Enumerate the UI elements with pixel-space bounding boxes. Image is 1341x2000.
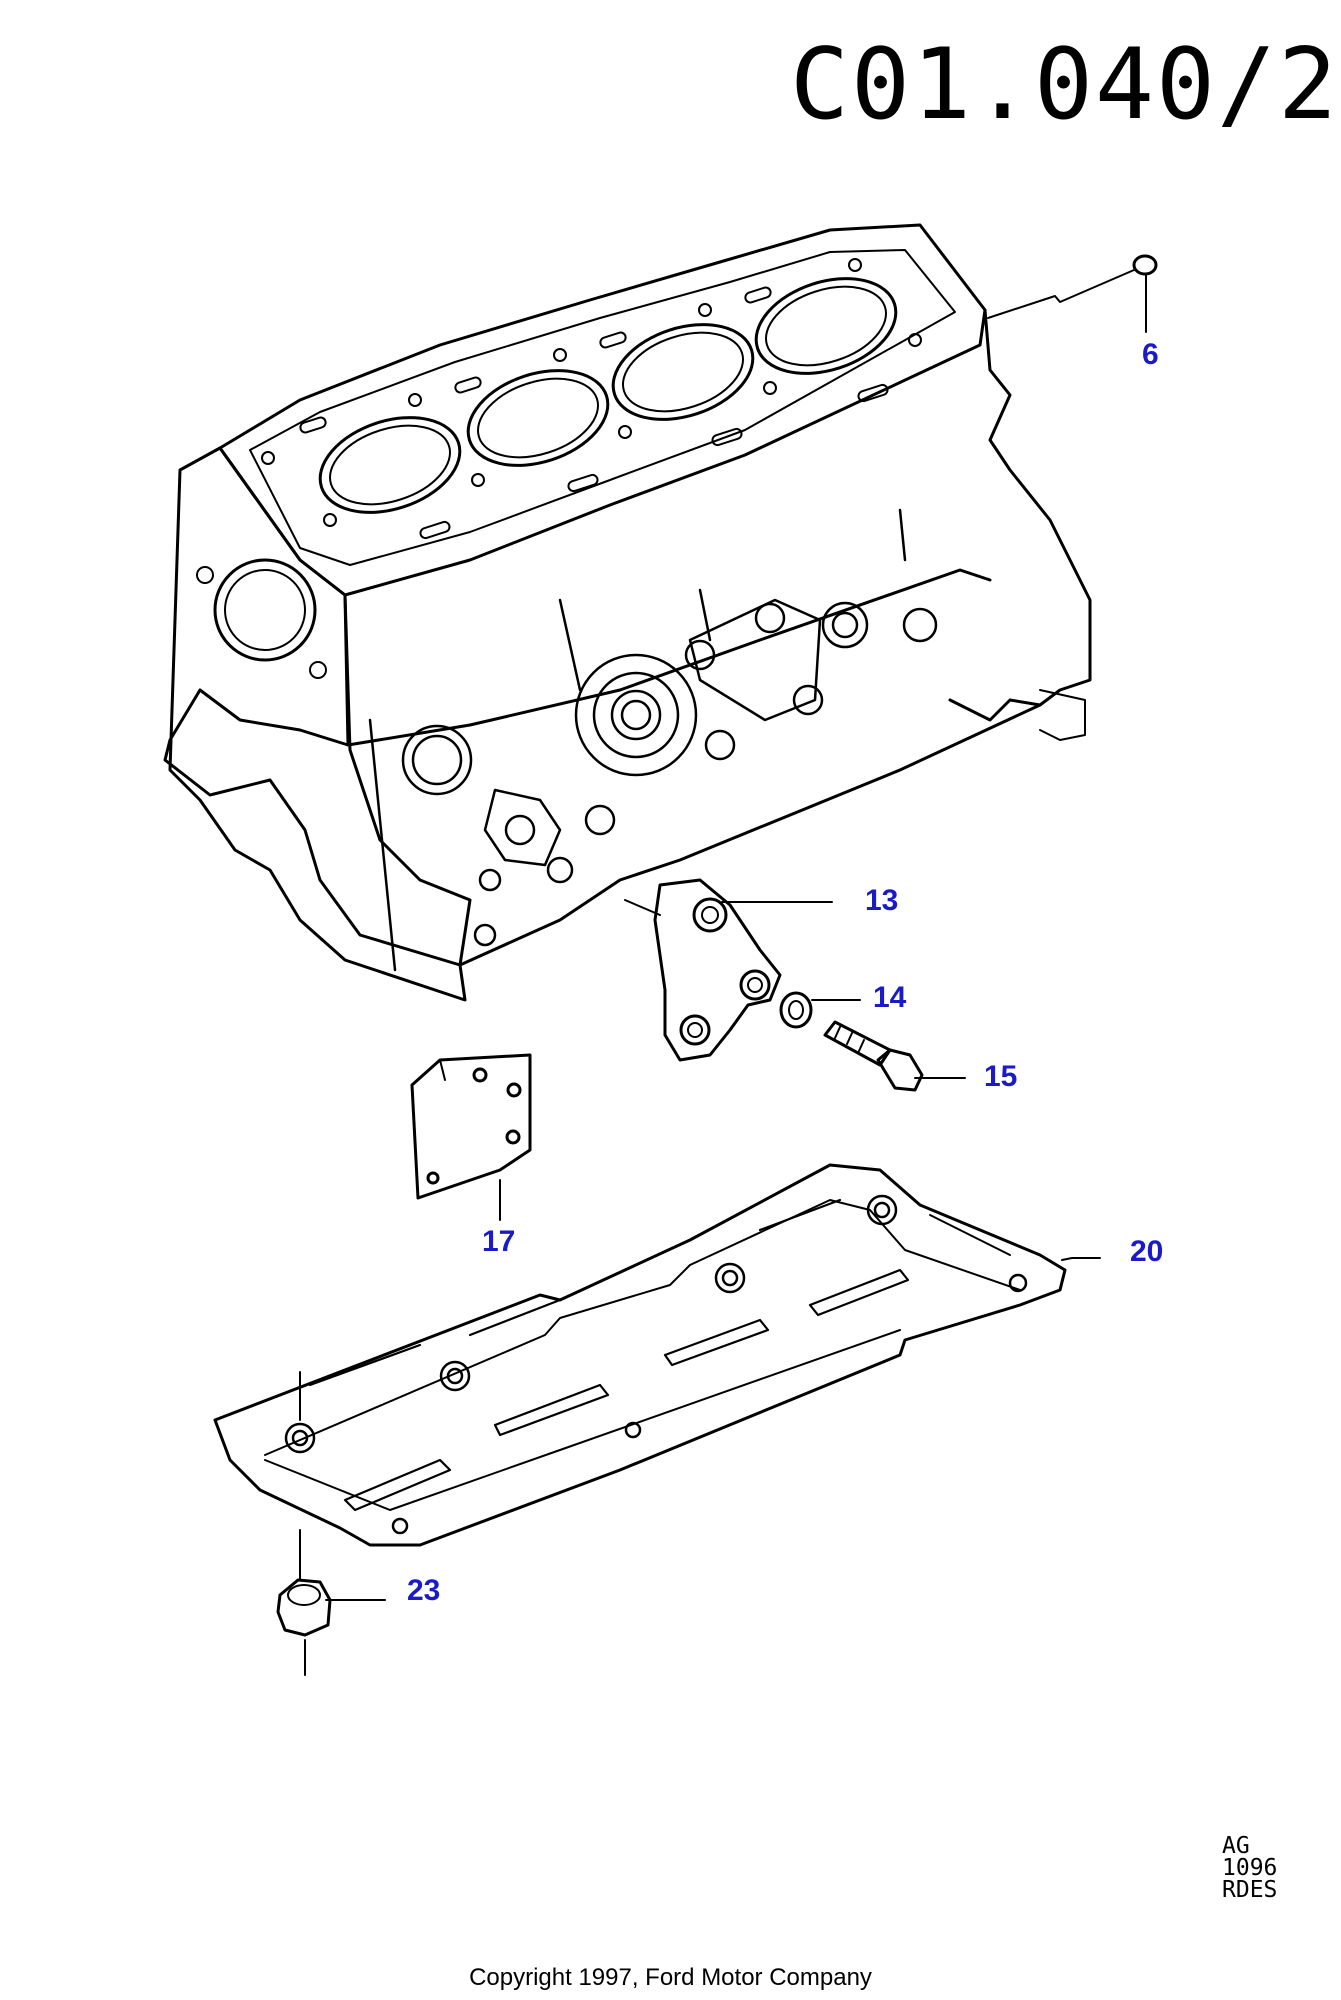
callout-15[interactable]: 15	[984, 1060, 1018, 1093]
callout-20[interactable]: 20	[1130, 1235, 1164, 1268]
callout-17[interactable]: 17	[482, 1225, 516, 1258]
part-23-nut	[276, 1529, 386, 1676]
callout-13[interactable]: 13	[865, 884, 899, 917]
reference-code-line-3: RDES	[1222, 1877, 1278, 1903]
part-17-plate	[410, 1053, 532, 1221]
reference-code-line-2: 1096	[1222, 1855, 1278, 1881]
part-6-plug	[987, 254, 1158, 333]
engine-block	[163, 223, 1092, 1002]
callout-14[interactable]: 14	[873, 981, 907, 1014]
part-15-bolt	[823, 1020, 966, 1092]
callout-23[interactable]: 23	[407, 1574, 441, 1607]
part-14-washer	[779, 991, 861, 1029]
page-code: C01.040/2	[790, 28, 1340, 142]
reference-code-line-1: AG	[1222, 1833, 1250, 1859]
part-20-windage-tray	[213, 1163, 1101, 1547]
copyright-notice: Copyright 1997, Ford Motor Company	[469, 1964, 872, 1991]
callout-6[interactable]: 6	[1142, 338, 1159, 371]
part-13-bracket	[624, 878, 833, 1062]
